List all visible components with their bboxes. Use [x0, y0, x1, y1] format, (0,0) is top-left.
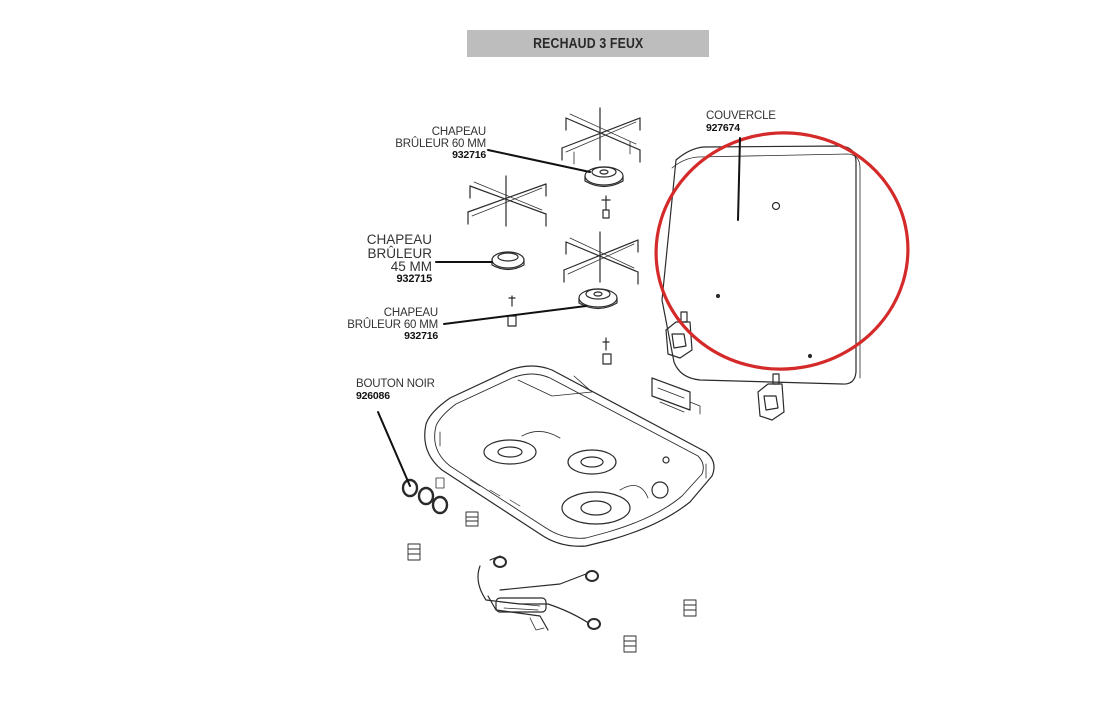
- highlight-circle: [654, 131, 910, 371]
- chapeau-mid-ref: 932716: [404, 330, 438, 342]
- chapeau-top-line-1: CHAPEAU: [431, 126, 486, 138]
- pan-support-left: [467, 175, 547, 227]
- label-couvercle: COUVERCLE 927674: [706, 110, 776, 134]
- cooktop-tray: [424, 365, 715, 547]
- chapeau-45-line-1: CHAPEAU: [366, 232, 432, 247]
- couvercle-name: COUVERCLE: [706, 110, 776, 122]
- label-chapeau-mid: CHAPEAU BRÛLEUR 60 MM 932716: [346, 307, 438, 342]
- bracket-part: [651, 377, 701, 415]
- leader-bouton: [377, 411, 411, 487]
- gas-manifold: [477, 555, 601, 631]
- chapeau-mid-line-2: BRÛLEUR 60 MM: [347, 318, 438, 331]
- lid-part: [661, 145, 861, 385]
- chapeau-mid-line-1: CHAPEAU: [383, 307, 438, 319]
- chapeau-top-line-2: BRÛLEUR 60 MM: [395, 137, 486, 150]
- injectors: [507, 195, 612, 365]
- leader-chapeau-mid: [443, 305, 587, 325]
- knobs: [401, 477, 449, 515]
- burner-cap-45mm: [491, 251, 525, 271]
- burner-cap-top-60mm: [584, 166, 624, 188]
- bouton-name: BOUTON NOIR: [356, 378, 435, 390]
- label-chapeau-top: CHAPEAU BRÛLEUR 60 MM 932716: [392, 126, 486, 161]
- couvercle-ref: 927674: [706, 121, 740, 134]
- leader-lines: [377, 137, 741, 487]
- diagram-title: RECHAUD 3 FEUX: [532, 35, 644, 52]
- valve-blocks: [407, 511, 697, 653]
- leader-couvercle: [737, 137, 741, 221]
- hinge-left: [665, 311, 693, 359]
- label-bouton: BOUTON NOIR 926086: [356, 378, 435, 402]
- bouton-ref: 926086: [356, 389, 390, 402]
- pan-support-top: [561, 107, 641, 165]
- chapeau-top-ref: 932716: [452, 149, 486, 161]
- chapeau-45-ref: 932715: [396, 272, 432, 285]
- chapeau-45-line-2: BRÛLEUR: [367, 245, 432, 261]
- chapeau-45-line-3: 45 MM: [390, 259, 432, 274]
- pan-support-right: [563, 231, 639, 285]
- lid-hole: [771, 201, 781, 211]
- title-banner: RECHAUD 3 FEUX: [467, 30, 709, 57]
- hinge-right: [757, 373, 785, 421]
- label-chapeau-45: CHAPEAU BRÛLEUR 45 MM 932715: [362, 233, 432, 285]
- burner-cap-mid-60mm: [578, 288, 618, 310]
- leader-chapeau-top: [487, 149, 591, 173]
